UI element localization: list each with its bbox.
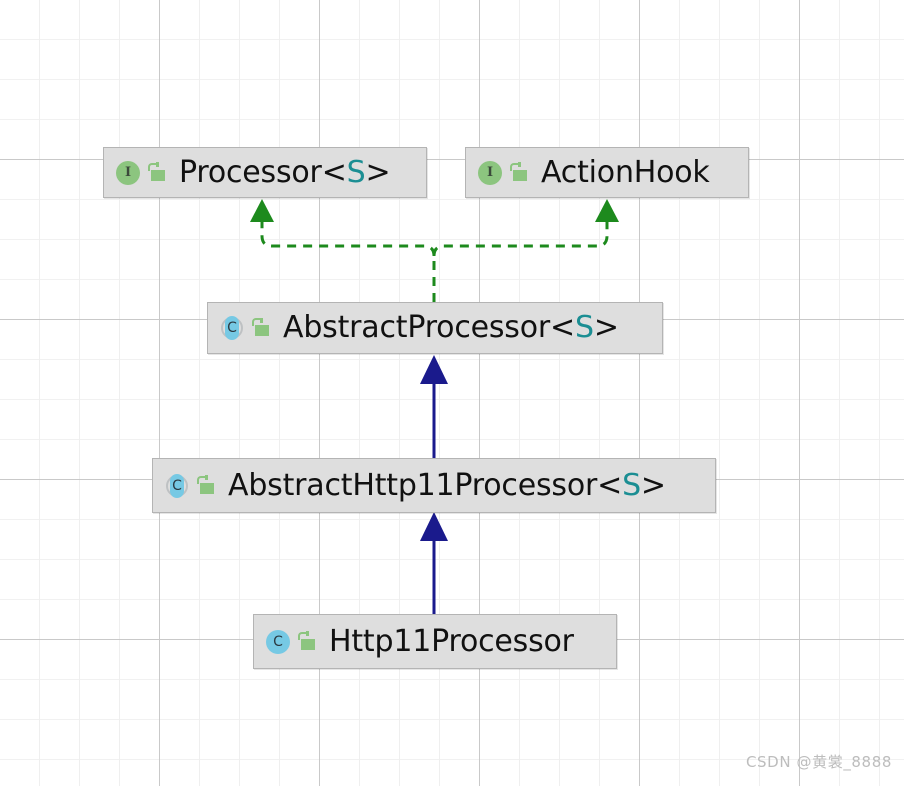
open-lock-icon [197,475,215,496]
open-lock-icon [252,317,270,338]
interface-icon: I [477,160,503,186]
node-label: AbstractHttp11Processor<S> [228,467,666,503]
processor-icons: I [115,160,166,186]
generic-close-bracket: > [365,154,391,190]
interface-icon: I [115,160,141,186]
edge-implements-fork [250,199,619,302]
node-name-text: Http11Processor [329,623,574,659]
edge-extends-abstract-http11 [420,512,448,614]
extends-arrowhead-2 [420,512,448,541]
generic-param: S [346,154,366,190]
generic-close-bracket: > [593,310,619,345]
generic-open-bracket: < [321,154,347,190]
open-lock-icon [510,162,528,183]
node-processor[interactable]: I Processor<S> [103,147,427,198]
abstract-processor-icons: C [219,315,270,341]
node-label: AbstractProcessor<S> [283,313,619,343]
implements-branch-actionhook [432,208,609,257]
node-name-text: AbstractProcessor [283,310,551,345]
node-label: Processor<S> [179,154,391,190]
generic-open-bracket: < [597,467,623,503]
abstract-class-icon: C [219,315,245,341]
generic-open-bracket: < [550,310,575,345]
node-name-text: AbstractHttp11Processor [228,467,598,503]
generic-close-bracket: > [640,467,666,503]
generic-param: S [574,310,594,345]
node-label: ActionHook [541,154,710,190]
action-hook-icons: I [477,160,528,186]
node-label: Http11Processor [329,623,574,659]
http11-processor-icons: C [265,629,316,655]
extends-arrowhead-1 [420,355,448,384]
csdn-watermark: CSDN @黄裳_8888 [745,753,892,771]
node-name-text: ActionHook [541,154,710,190]
abstract-class-icon: C [164,473,190,499]
node-abstract-processor[interactable]: C AbstractProcessor<S> [207,302,663,354]
abstract-http11-processor-icons: C [164,473,215,499]
node-abstract-http11-processor[interactable]: C AbstractHttp11Processor<S> [152,458,716,513]
implements-arrowhead-actionhook [595,199,619,222]
edge-extends-abstract-processor [420,355,448,458]
open-lock-icon [148,162,166,183]
implements-arrowhead-processor [250,199,274,222]
generic-param: S [622,467,641,503]
class-icon: C [265,629,291,655]
node-name-text: Processor [179,154,322,190]
open-lock-icon [298,631,316,652]
node-action-hook[interactable]: I ActionHook [465,147,749,198]
implements-branch-processor [260,208,436,257]
node-http11-processor[interactable]: C Http11Processor [253,614,617,669]
